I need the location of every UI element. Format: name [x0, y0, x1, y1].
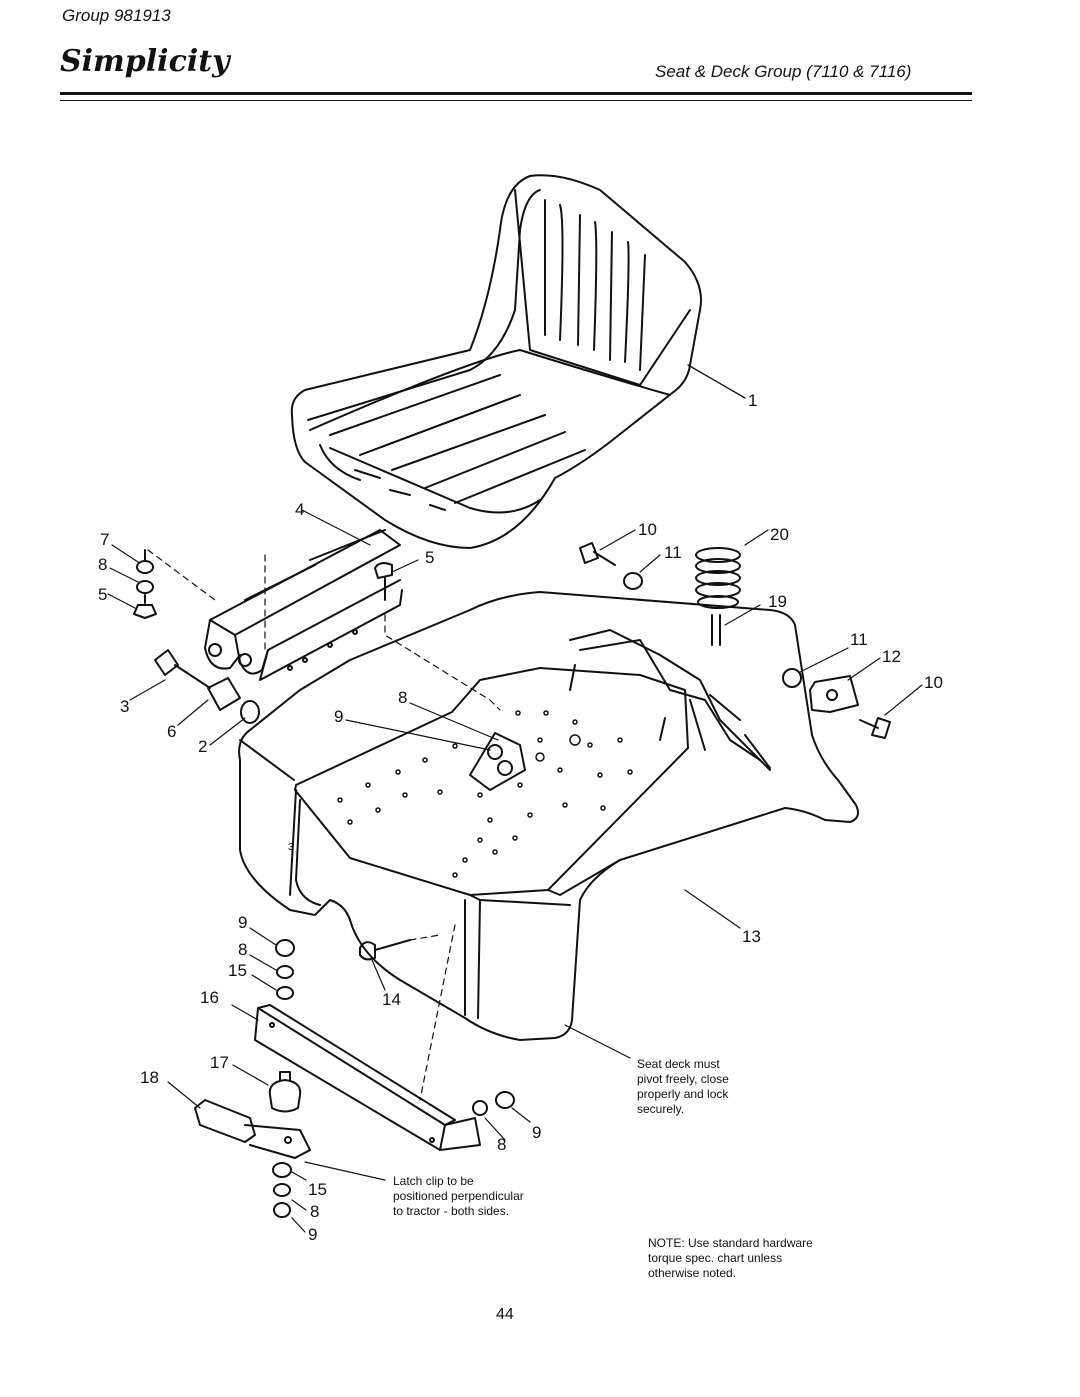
note-line: otherwise noted.	[648, 1266, 737, 1280]
callout-6: 6	[167, 722, 176, 741]
callout-5-left: 5	[98, 585, 107, 604]
latch-clip-18	[194, 1099, 311, 1159]
callout-10-right: 10	[924, 673, 943, 692]
note-line: properly and lock	[637, 1087, 729, 1101]
note-line: positioned perpendicular	[393, 1189, 524, 1203]
seat-deck-note: Seat deck must pivot freely, close prope…	[637, 1057, 729, 1117]
callout-9-deck: 9	[334, 707, 343, 726]
left-hardware-stack	[133, 549, 157, 619]
callout-5-bracket: 5	[425, 548, 434, 567]
seat-deck-part	[238, 591, 859, 1041]
header-rule	[60, 92, 972, 95]
bolt-10-right	[859, 717, 891, 739]
callout-14: 14	[382, 990, 401, 1009]
callout-11-right: 11	[850, 630, 868, 649]
hinge-bracket-part	[204, 529, 403, 681]
note-line: to tractor - both sides.	[393, 1204, 510, 1218]
callout-15-bottom: 15	[308, 1180, 327, 1199]
nut-9-right	[495, 1091, 515, 1109]
note-line: Latch clip to be	[393, 1174, 474, 1188]
callout-11-top: 11	[664, 543, 682, 562]
callout-19: 19	[768, 592, 787, 611]
callout-9-stack: 9	[238, 913, 247, 932]
callout-17: 17	[210, 1053, 229, 1072]
bolt-14	[359, 939, 411, 961]
lower-hardware-stack	[275, 939, 295, 1000]
note-line: NOTE: Use standard hardware	[648, 1236, 813, 1250]
page-number: 44	[496, 1306, 514, 1323]
callout-10-top: 10	[638, 520, 657, 539]
assembly-guide-lines	[147, 549, 501, 1101]
callout-3-small: 3	[288, 842, 294, 853]
note-line: pivot freely, close	[637, 1072, 729, 1086]
callout-12: 12	[882, 647, 901, 666]
header-rule-thin	[60, 100, 972, 101]
bolt-10-top	[579, 542, 616, 566]
section-title: Seat & Deck Group (7110 & 7116)	[655, 62, 912, 81]
nut-11-right	[782, 668, 802, 688]
hardware-note: NOTE: Use standard hardware torque spec.…	[648, 1236, 813, 1281]
callout-9-bottom: 9	[308, 1225, 317, 1244]
latch-plate	[469, 732, 526, 791]
callout-2: 2	[198, 737, 207, 756]
callout-8-deck: 8	[398, 688, 407, 707]
latch-clip-note: Latch clip to be positioned perpendicula…	[393, 1174, 524, 1219]
note-line: torque spec. chart unless	[648, 1251, 783, 1265]
leader-lines	[107, 509, 923, 1233]
callout-8-right: 8	[497, 1135, 506, 1154]
brand-logo: Simplicity	[60, 44, 230, 79]
callout-15-stack: 15	[228, 961, 247, 980]
callout-8-stack: 8	[238, 940, 247, 959]
callout-18: 18	[140, 1068, 159, 1087]
callout-1: 1	[748, 391, 757, 410]
callout-8-left: 8	[98, 555, 107, 574]
callout-13: 13	[742, 927, 761, 946]
latch-bar-16	[254, 1004, 481, 1151]
callout-7-left: 7	[100, 530, 109, 549]
callout-20: 20	[770, 525, 789, 544]
callout-16: 16	[200, 988, 219, 1007]
hinge-12	[809, 675, 859, 713]
washer-8-right	[472, 1100, 488, 1116]
note-line: securely.	[637, 1102, 685, 1116]
hinge-pin	[154, 649, 260, 724]
bolt-5	[374, 562, 393, 601]
callout-4: 4	[295, 500, 304, 519]
callout-3: 3	[120, 697, 129, 716]
bottom-hardware-stack	[272, 1162, 292, 1218]
deck-holes	[337, 710, 633, 878]
nut-11-top	[623, 572, 643, 590]
note-line: Seat deck must	[637, 1057, 720, 1071]
callout-9-right: 9	[532, 1123, 541, 1142]
group-number: Group 981913	[62, 6, 171, 25]
spring-assembly	[695, 547, 741, 646]
seat-part	[290, 174, 702, 549]
callout-8-bottom: 8	[310, 1202, 319, 1221]
bumper-17	[268, 1071, 302, 1113]
